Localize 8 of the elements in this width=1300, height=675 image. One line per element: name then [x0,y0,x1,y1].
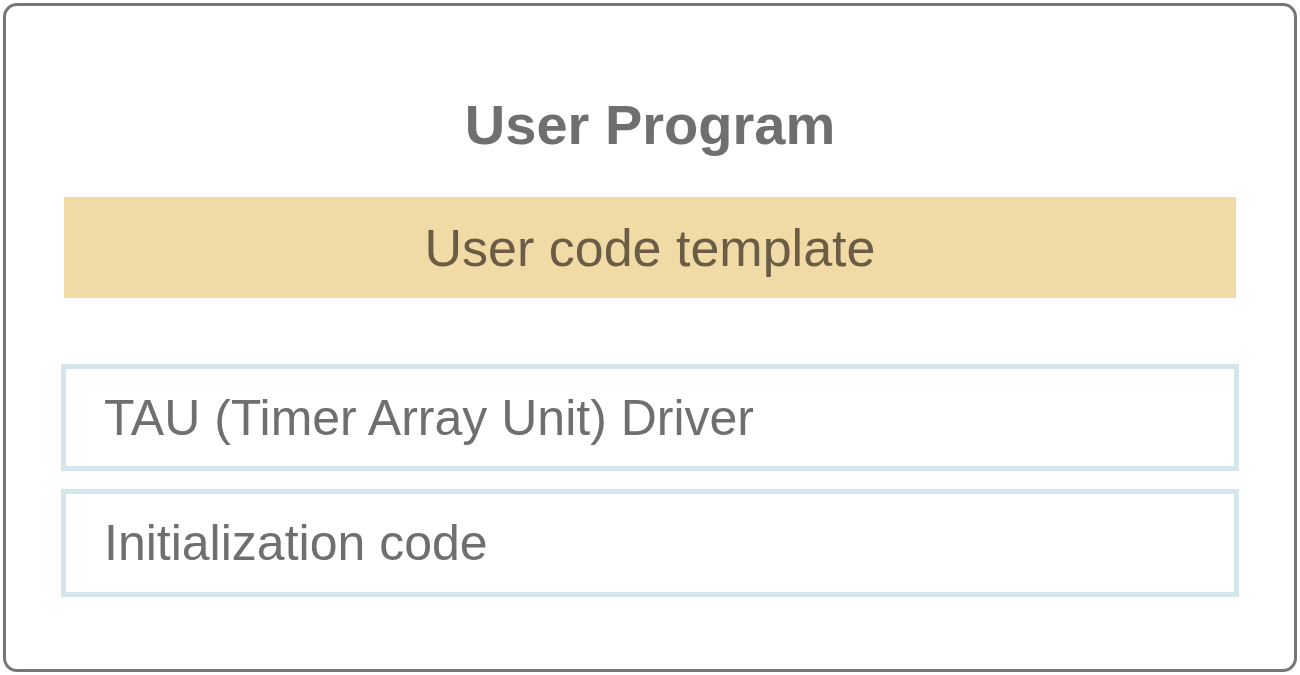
container-title: User Program [463,92,837,157]
layer-label: TAU (Timer Array Unit) Driver [104,388,754,447]
layer-label: Initialization code [104,514,488,572]
layer-box [61,364,1239,471]
program-container [3,3,1297,672]
layer-box [61,489,1239,597]
band-label: User code template [424,217,876,278]
template-band [64,197,1236,298]
